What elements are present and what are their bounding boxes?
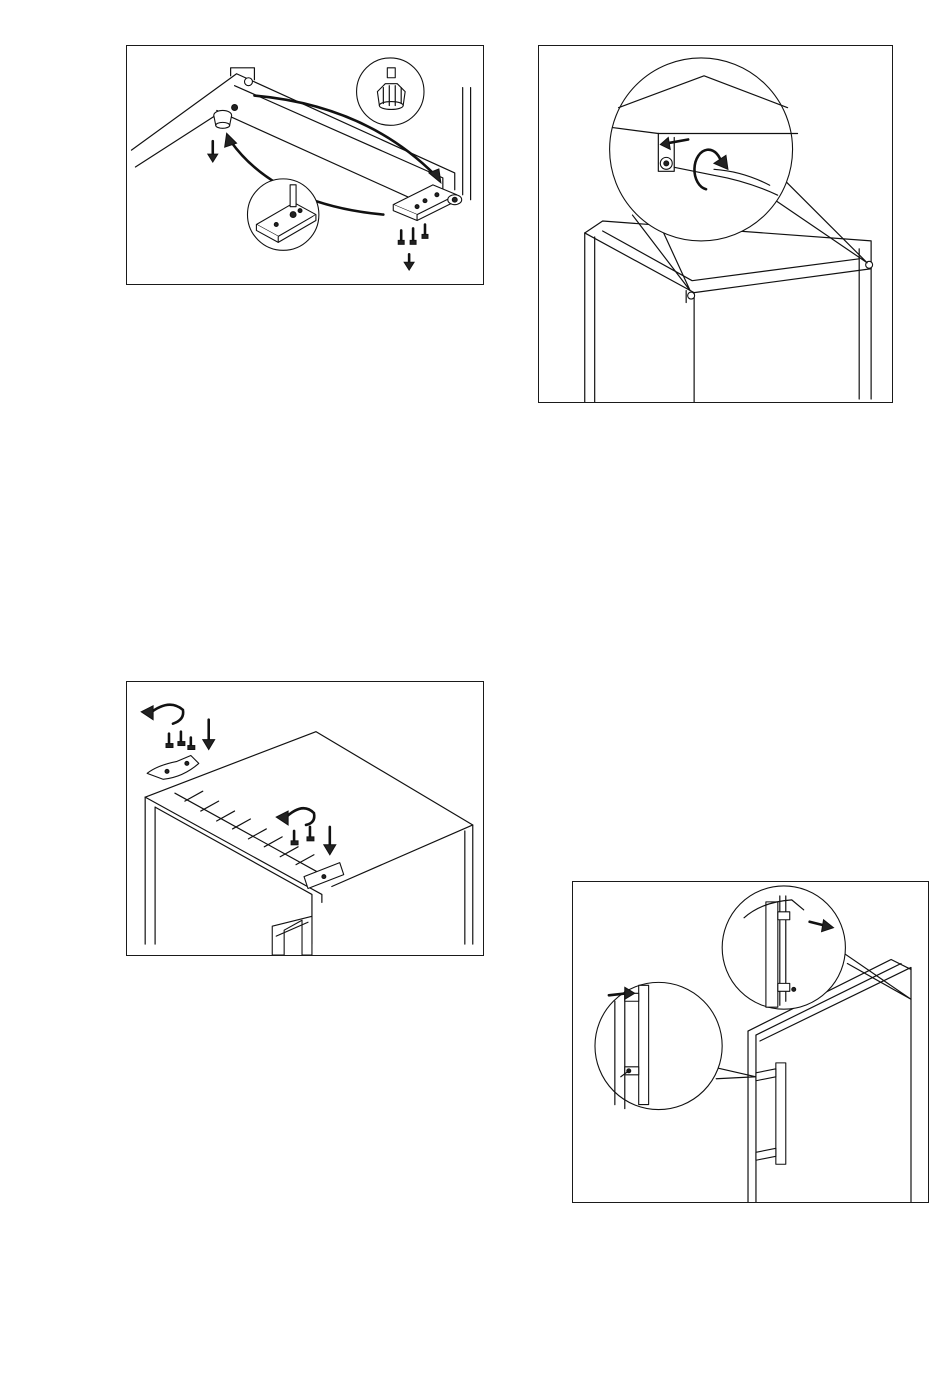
bottom-hinge-drawing bbox=[127, 46, 483, 284]
rotate-arrow-icon bbox=[284, 808, 314, 825]
magnifier-callout-circle bbox=[610, 58, 798, 241]
adjustable-foot-icon bbox=[214, 110, 232, 128]
cabinet-left-edge bbox=[585, 233, 595, 402]
callout-pointer bbox=[841, 952, 911, 1000]
magnifier-callout-circle-lower bbox=[595, 982, 722, 1109]
cabinet-front-top bbox=[145, 797, 322, 902]
top-hinge-drawing bbox=[127, 682, 483, 955]
top-hinge-icon bbox=[304, 863, 344, 889]
screws-icon bbox=[166, 732, 314, 845]
top-cover-drawing bbox=[539, 46, 892, 402]
screws-icon bbox=[398, 225, 428, 245]
bottom-hinge-icon bbox=[393, 185, 461, 221]
rotate-arrow-icon bbox=[149, 705, 183, 724]
door-handle-icon bbox=[272, 916, 312, 955]
vent-slots bbox=[175, 791, 326, 876]
figure-door-handle-illustration bbox=[572, 881, 929, 1203]
cabinet-top-edge bbox=[585, 221, 871, 399]
hinge-cover-icon bbox=[147, 755, 199, 779]
screw-icon bbox=[688, 292, 695, 299]
figure-bottom-hinge-illustration bbox=[126, 45, 484, 285]
magnifier-callout-circle-upper bbox=[722, 886, 845, 1009]
figure-top-cover-illustration bbox=[538, 45, 893, 403]
cabinet-right-edge bbox=[465, 825, 473, 944]
cabinet-front-edge bbox=[686, 291, 694, 402]
door-handle-drawing bbox=[573, 882, 928, 1202]
foot-callout-circle bbox=[357, 58, 424, 125]
door-handle-icon bbox=[756, 1063, 786, 1164]
cabinet-floor-line bbox=[135, 113, 218, 167]
figure-top-hinge-illustration bbox=[126, 681, 484, 956]
cabinet-side-edge bbox=[463, 88, 471, 200]
cabinet-lid-line bbox=[603, 231, 860, 281]
cabinet-left-edge bbox=[145, 797, 155, 944]
top-hole-icon bbox=[245, 78, 253, 86]
hinge-callout-circle bbox=[247, 179, 318, 250]
hole-icon bbox=[232, 105, 238, 111]
door-left-edge bbox=[748, 1031, 756, 1202]
callout-pointer bbox=[712, 1067, 756, 1079]
